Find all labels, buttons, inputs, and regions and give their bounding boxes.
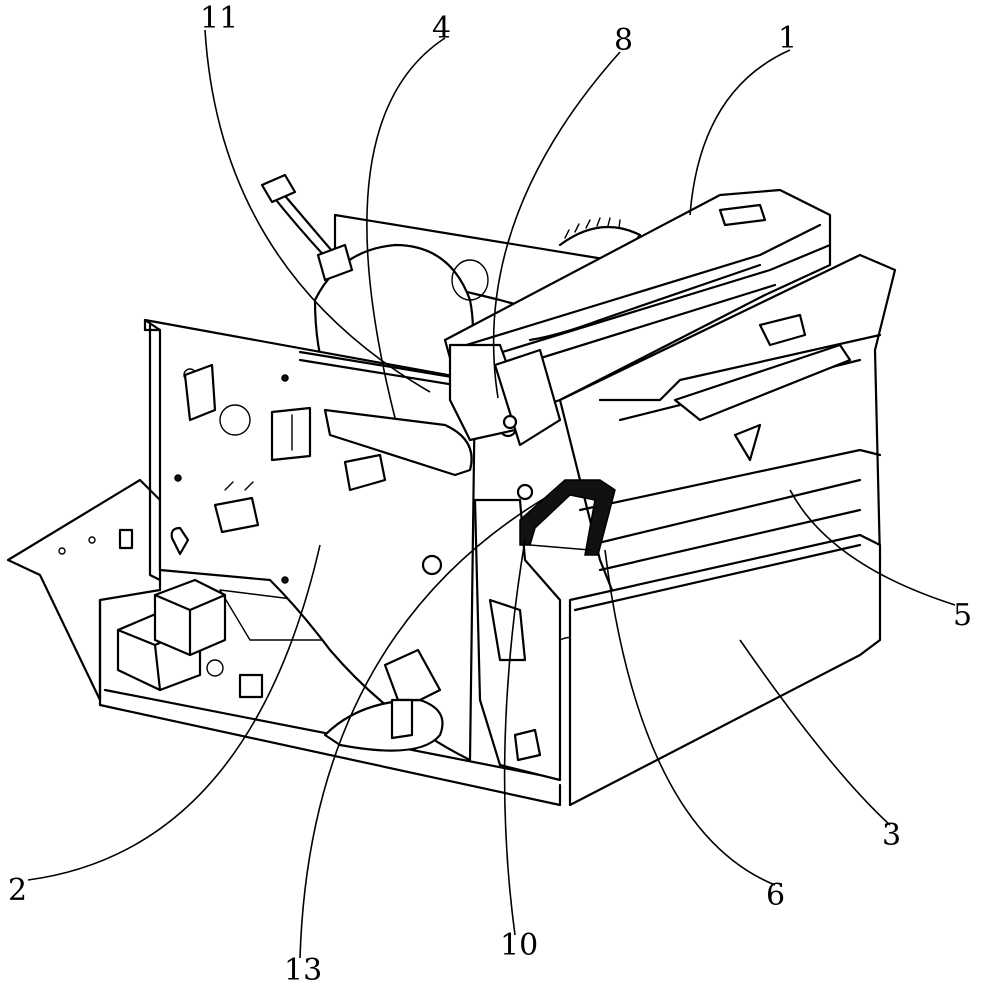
label-5: 5 bbox=[953, 598, 972, 633]
label-11: 11 bbox=[200, 1, 238, 36]
label-1: 1 bbox=[778, 21, 797, 56]
label-13: 13 bbox=[284, 953, 322, 988]
middle-mechanism bbox=[473, 418, 591, 782]
label-2: 2 bbox=[8, 873, 27, 908]
print-head-cover bbox=[443, 188, 832, 447]
label-3: 3 bbox=[882, 818, 901, 853]
callout-labels: 11 4 8 1 5 3 6 10 13 2 bbox=[8, 1, 972, 988]
mounting-boss bbox=[323, 648, 444, 752]
base-plate bbox=[6, 478, 562, 807]
label-8: 8 bbox=[614, 23, 633, 58]
label-4: 4 bbox=[432, 11, 451, 46]
front-cover bbox=[568, 533, 882, 807]
leader-lines bbox=[27, 29, 956, 959]
label-6: 6 bbox=[766, 878, 785, 913]
swing-lever bbox=[298, 350, 473, 477]
paper-guide bbox=[519, 479, 616, 556]
cable-harness bbox=[260, 173, 354, 282]
label-10: 10 bbox=[500, 928, 538, 963]
